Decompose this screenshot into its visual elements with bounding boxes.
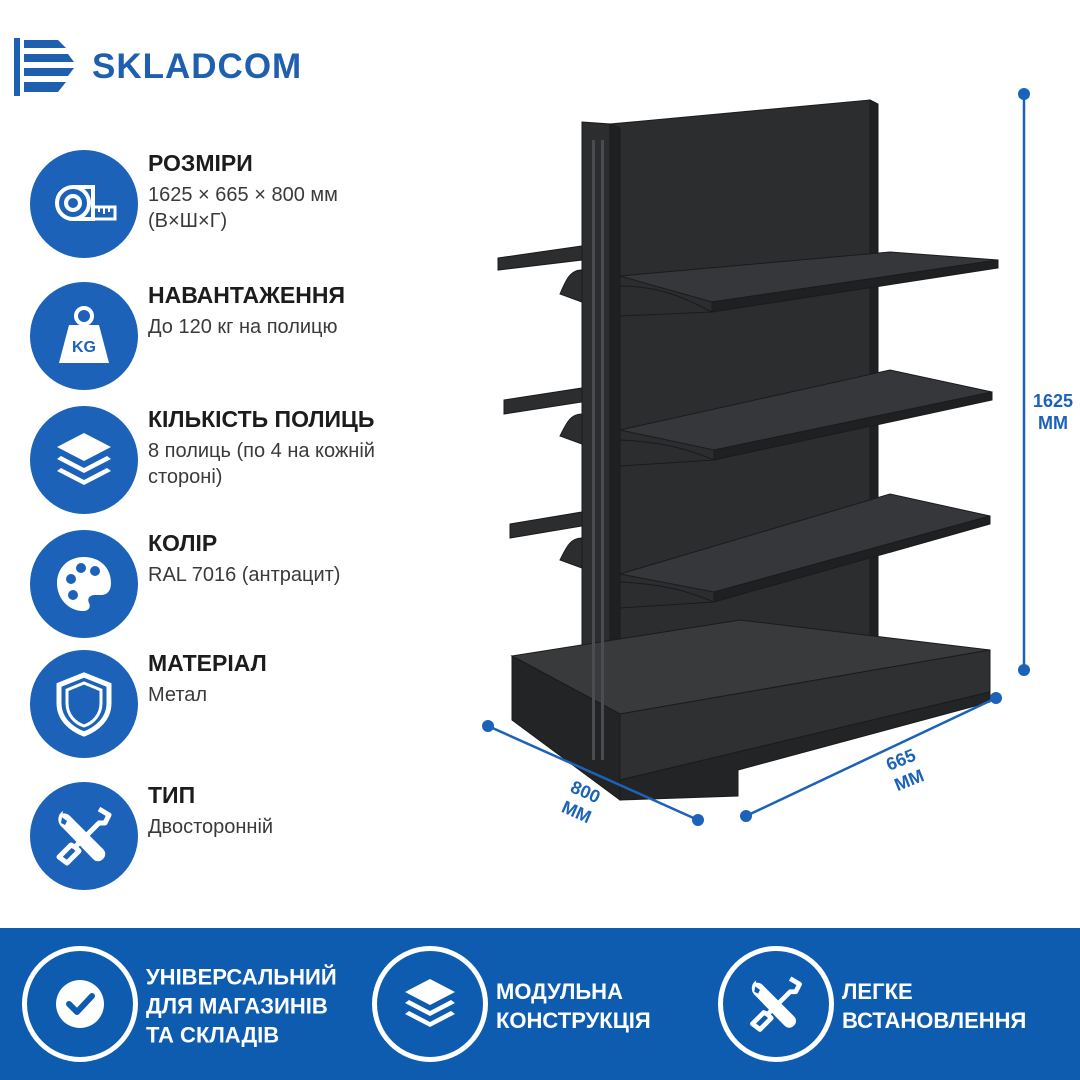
palette-icon bbox=[57, 557, 111, 611]
tools-icon bbox=[750, 976, 802, 1032]
product-illustration: 1625 ММ 665 ММ 800 ММ bbox=[470, 80, 1080, 840]
checkmark-icon bbox=[56, 980, 104, 1028]
svg-text:KG: KG bbox=[72, 339, 96, 356]
feature-icon-circle bbox=[30, 150, 138, 258]
benefit-text: ЛЕГКЕ ВСТАНОВЛЕННЯ bbox=[842, 977, 1026, 1035]
layers-icon bbox=[405, 979, 455, 1027]
benefit-text: УНІВЕРСАЛЬНИЙ ДЛЯ МАГАЗИНІВ ТА СКЛАДІВ bbox=[146, 963, 337, 1050]
feature-title: РОЗМІРИ bbox=[148, 150, 253, 176]
benefits-band: УНІВЕРСАЛЬНИЙ ДЛЯ МАГАЗИНІВ ТА СКЛАДІВ М… bbox=[0, 928, 1080, 1080]
feature-icon-circle bbox=[30, 782, 138, 890]
feature-title: НАВАНТАЖЕННЯ bbox=[148, 282, 345, 308]
layers-icon bbox=[57, 433, 111, 485]
feature-description: Двосторонній bbox=[148, 816, 274, 838]
dimension-height-unit: ММ bbox=[1038, 413, 1068, 433]
benefit-modular: МОДУЛЬНА КОНСТРУКЦІЯ bbox=[372, 946, 712, 1066]
feature-icon-circle bbox=[30, 406, 138, 514]
feature-title: ТИП bbox=[148, 782, 196, 808]
feature-description: 1625 × 665 × 800 мм (В×Ш×Г) bbox=[148, 184, 338, 232]
benefit-icon-circle bbox=[372, 946, 488, 1062]
feature-load: KG НАВАНТАЖЕННЯ До 120 кг на полицю bbox=[30, 282, 450, 394]
benefit-icon-circle bbox=[718, 946, 834, 1062]
dimension-height-label: 1625 ММ bbox=[1026, 390, 1080, 434]
benefit-line: ТА СКЛАДІВ bbox=[146, 1022, 280, 1048]
tools-icon bbox=[56, 806, 112, 866]
feature-material: МАТЕРІАЛ Метал bbox=[30, 650, 450, 762]
benefit-line: ВСТАНОВЛЕННЯ bbox=[842, 1008, 1027, 1033]
feature-icon-circle bbox=[30, 650, 138, 758]
feature-icon-circle: KG bbox=[30, 282, 138, 390]
benefit-line: УНІВЕРСАЛЬНИЙ bbox=[146, 964, 337, 990]
skladcom-logo-icon bbox=[14, 38, 74, 96]
feature-shelf-count: КІЛЬКІСТЬ ПОЛИЦЬ 8 полиць (по 4 на кожні… bbox=[30, 406, 450, 518]
benefit-universal: УНІВЕРСАЛЬНИЙ ДЛЯ МАГАЗИНІВ ТА СКЛАДІВ bbox=[22, 946, 362, 1066]
feature-description: До 120 кг на полицю bbox=[148, 316, 338, 338]
feature-color: КОЛІР RAL 7016 (антрацит) bbox=[30, 530, 450, 642]
feature-title: КОЛІР bbox=[148, 530, 218, 556]
benefit-line: МОДУЛЬНА bbox=[496, 979, 623, 1004]
feature-type: ТИП Двосторонній bbox=[30, 782, 450, 894]
feature-description: RAL 7016 (антрацит) bbox=[148, 564, 341, 586]
tape-measure-icon bbox=[55, 185, 117, 221]
dimension-height-value: 1625 bbox=[1032, 391, 1074, 411]
feature-title: МАТЕРІАЛ bbox=[148, 650, 267, 676]
double-sided-shelving-image bbox=[482, 88, 1030, 826]
benefit-line: ЛЕГКЕ bbox=[842, 979, 913, 1004]
benefit-easy-install: ЛЕГКЕ ВСТАНОВЛЕННЯ bbox=[718, 946, 1070, 1066]
feature-title: КІЛЬКІСТЬ ПОЛИЦЬ bbox=[148, 406, 375, 432]
feature-dimensions: РОЗМІРИ 1625 × 665 × 800 мм (В×Ш×Г) bbox=[30, 150, 450, 262]
shield-icon bbox=[56, 672, 112, 737]
feature-description: Метал bbox=[148, 684, 208, 706]
brand-name: SKLADCOM bbox=[92, 47, 303, 86]
benefit-line: ДЛЯ МАГАЗИНІВ bbox=[146, 993, 328, 1019]
benefit-text: МОДУЛЬНА КОНСТРУКЦІЯ bbox=[496, 977, 651, 1035]
feature-description: 8 полиць (по 4 на кожній стороні) bbox=[148, 440, 375, 488]
benefit-line: КОНСТРУКЦІЯ bbox=[496, 1008, 651, 1033]
weight-kg-icon: KG bbox=[59, 306, 109, 363]
brand-logo: SKLADCOM bbox=[14, 38, 302, 96]
benefit-icon-circle bbox=[22, 946, 138, 1062]
feature-icon-circle bbox=[30, 530, 138, 638]
